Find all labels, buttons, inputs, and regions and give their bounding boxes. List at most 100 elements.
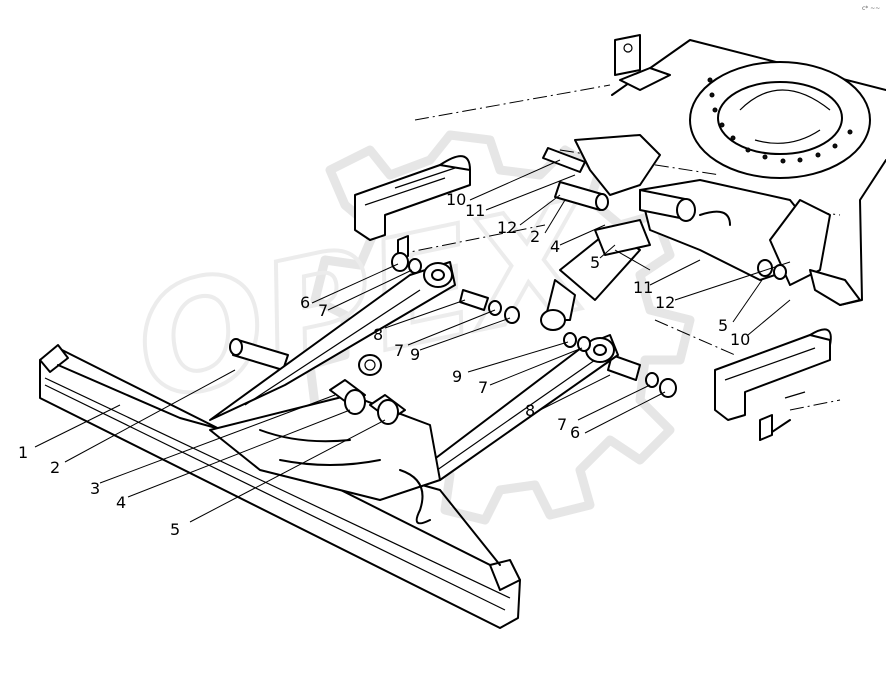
slewing-ring-inner (717, 81, 843, 155)
centerline-left-pin (394, 224, 546, 256)
right-bracket-edge (724, 347, 816, 381)
washer-7c (577, 336, 591, 352)
clevis-upper-ring-hole (364, 359, 376, 371)
callout-9b: 9 (452, 367, 462, 386)
pin-left-loose-end (229, 338, 243, 356)
leader-2 (64, 369, 236, 463)
callout-5c: 5 (718, 316, 728, 335)
clevis-eye-left (344, 389, 366, 415)
callout-10b: 10 (730, 330, 750, 349)
blade-frame-rib (259, 429, 351, 443)
cross-beam-hook (699, 210, 731, 226)
washer-7b (504, 306, 520, 324)
right-pin-boss (809, 269, 861, 306)
leader-2b (544, 199, 566, 234)
leader-5b (599, 244, 616, 259)
left-bracket-body (354, 164, 471, 241)
blade-clevis (329, 354, 406, 425)
callout-4b: 4 (550, 237, 560, 256)
callout-12a: 12 (497, 218, 517, 237)
leader-5 (189, 419, 386, 523)
callout-11b: 11 (633, 278, 653, 297)
leader-4 (127, 409, 351, 498)
bushing-right (607, 354, 641, 381)
top-bracket-hole (623, 43, 633, 53)
cylinder-eye-ring (540, 309, 566, 331)
right-bracket-body (714, 334, 831, 421)
push-arms (209, 261, 619, 481)
right-bracket-slot (784, 391, 806, 399)
blade-frame-rib-2 (279, 459, 381, 466)
leader-11a (485, 174, 576, 211)
callout-6a: 6 (300, 293, 310, 312)
slewing-ring-detail (739, 89, 831, 111)
callout-10a: 10 (446, 190, 466, 209)
leader-10b (747, 299, 791, 336)
left-yoke (574, 134, 661, 196)
leader-9a (419, 317, 511, 351)
washer-7d (645, 372, 659, 388)
right-bracket-hook (809, 328, 832, 346)
clevis-eye-right (377, 399, 399, 425)
hydraulic-cylinder (540, 189, 696, 331)
right-mounting-bracket (714, 328, 832, 441)
callout-labels: 1 2 3 4 5 6 7 8 7 9 10 11 12 2 4 5 11 12… (18, 190, 750, 539)
left-bracket-edge (364, 177, 446, 206)
left-arm-eye-hole (431, 269, 445, 281)
callout-7c: 7 (478, 378, 488, 397)
callout-2: 2 (50, 458, 60, 477)
blade-lower-edge (44, 384, 506, 611)
callout-5: 5 (170, 520, 180, 539)
leader-7c (489, 347, 583, 386)
callout-1: 1 (18, 443, 28, 462)
leader-1 (34, 404, 121, 448)
washer-6b (659, 378, 677, 398)
callout-12b: 12 (655, 293, 675, 312)
leader-8b (539, 374, 611, 411)
left-bracket-hook (439, 155, 471, 171)
washer-7a (408, 258, 422, 274)
blade-frame-horn (399, 469, 431, 525)
slewing-ring-bolts (707, 77, 853, 164)
clevis-upper-ring (358, 354, 382, 376)
washer-6a (391, 252, 409, 272)
callout-7b: 7 (394, 341, 404, 360)
callout-4: 4 (116, 493, 126, 512)
callout-8b: 8 (525, 401, 535, 420)
cylinder-clamp (594, 219, 651, 256)
machine-frame (611, 34, 886, 441)
leader-5c (732, 279, 763, 323)
leader-12b (674, 261, 791, 301)
washer-right-upper (757, 259, 773, 277)
leader-9b (467, 341, 569, 373)
leader-6b (584, 391, 666, 434)
callout-5b: 5 (590, 253, 600, 272)
left-push-arm-edge (244, 289, 421, 406)
leader-3 (99, 394, 336, 484)
leader-11b (649, 259, 701, 286)
right-push-arm (419, 334, 619, 481)
pin-middle-end (595, 193, 609, 211)
washer-9a (488, 300, 502, 316)
left-mounting-bracket (354, 155, 471, 261)
left-bracket-slot (394, 167, 456, 189)
blade-right-end-plate (489, 559, 521, 591)
callout-6b: 6 (570, 423, 580, 442)
callout-11a: 11 (465, 201, 485, 220)
washer-9b (563, 332, 577, 348)
leader-7a (327, 269, 413, 311)
blade-left-end-plate (39, 344, 69, 373)
cylinder-rod (614, 249, 651, 271)
leader-6a (311, 263, 399, 304)
centerline-right (654, 319, 736, 356)
corner-mark: c* ~~ (862, 5, 880, 12)
right-arm-eye-hole (593, 344, 607, 356)
leader-10a (469, 159, 561, 201)
slewing-ring-detail-2 (754, 129, 821, 144)
leader-8a (384, 299, 466, 329)
callout-7d: 7 (557, 415, 567, 434)
leader-4b (559, 224, 606, 246)
callout-2b: 2 (530, 227, 540, 246)
centerline-lower-right (789, 399, 841, 411)
top-bracket-base (619, 67, 671, 91)
